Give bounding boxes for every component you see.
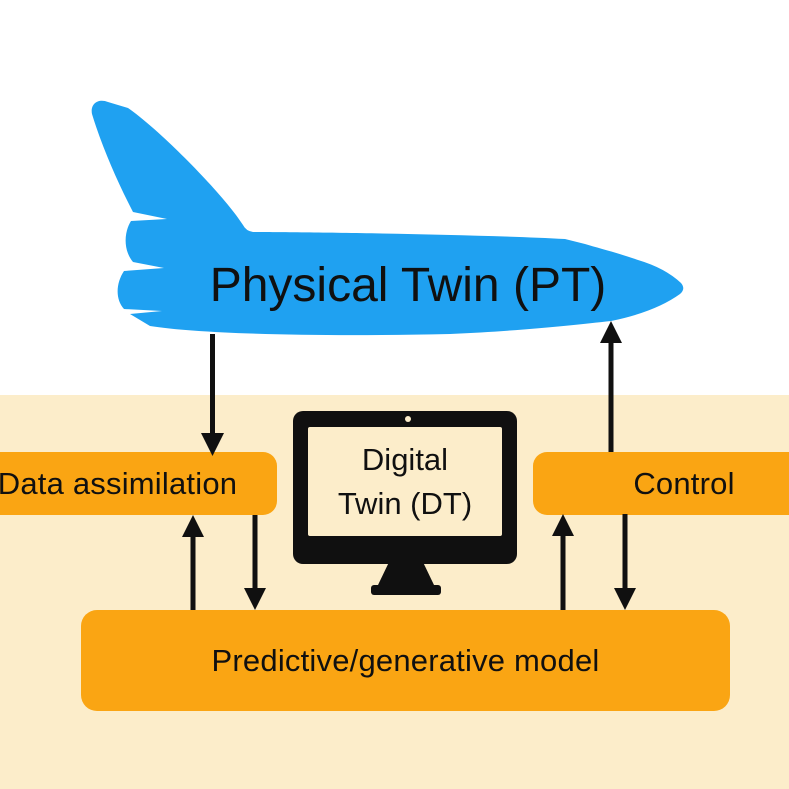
digital-twin-label-line2: Twin (DT) bbox=[337, 485, 473, 521]
digital-twin-label-line1: Digital bbox=[361, 441, 449, 477]
computer-monitor-icon bbox=[293, 411, 517, 564]
arrow-model-to-control bbox=[552, 514, 574, 610]
digital-twin-label: Digital Twin (DT) bbox=[308, 427, 502, 536]
predictive-model-label: Predictive/generative model bbox=[211, 642, 600, 678]
physical-twin-label: Physical Twin (PT) bbox=[209, 259, 607, 312]
monitor-stand-base bbox=[371, 585, 441, 595]
data-assimilation-label: Data assimilation bbox=[0, 465, 238, 501]
arrow-pt-to-data-assimilation bbox=[201, 334, 224, 456]
monitor-screen bbox=[308, 427, 502, 536]
webcam-dot-icon bbox=[405, 416, 411, 422]
arrow-data-assimilation-to-model bbox=[244, 515, 266, 610]
arrow-control-to-pt bbox=[600, 321, 622, 452]
control-box: Control bbox=[533, 452, 789, 515]
data-assimilation-box: Data assimilation bbox=[0, 452, 277, 515]
control-label: Control bbox=[633, 465, 735, 501]
arrow-control-to-model bbox=[614, 514, 636, 610]
monitor-stand-neck bbox=[378, 564, 434, 585]
space-shuttle-icon bbox=[91, 100, 684, 336]
arrow-model-to-data-assimilation bbox=[182, 515, 204, 610]
predictive-model-box: Predictive/generative model bbox=[81, 610, 730, 711]
